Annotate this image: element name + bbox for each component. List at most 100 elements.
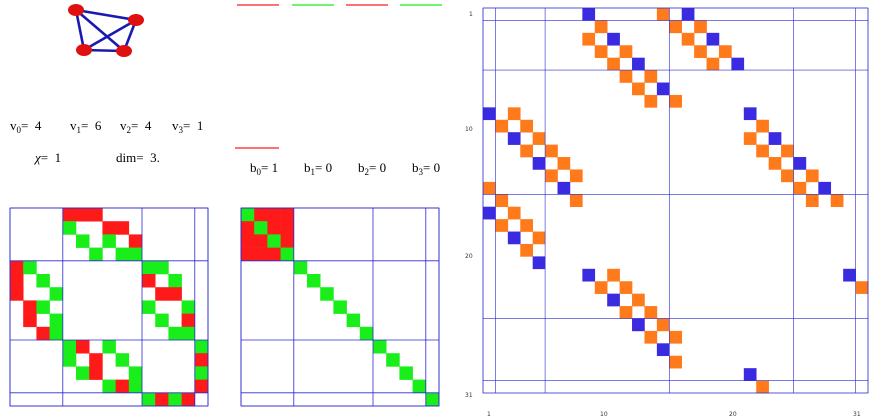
matrix-cell [756, 120, 769, 133]
matrix-cell [116, 353, 130, 367]
matrix-cell [102, 380, 116, 394]
b0-count: b0= 1 [250, 160, 278, 177]
matrix-cell [644, 70, 657, 83]
matrix-cell [669, 20, 682, 33]
matrix-cell [63, 340, 77, 354]
matrix-cell [632, 294, 645, 307]
matrix-cell [142, 300, 156, 314]
matrix-cell [116, 221, 130, 235]
matrix-cell [155, 314, 169, 328]
matrix-cell [307, 274, 321, 288]
matrix-cell [545, 145, 558, 158]
matrix-cell [63, 353, 77, 367]
v1-count: v1= 6 [70, 118, 101, 135]
laplacian-matrix [241, 208, 439, 406]
matrix-cell [558, 182, 571, 195]
matrix-cell [360, 327, 374, 341]
matrix-cell [241, 234, 255, 248]
matrix-cell [595, 45, 608, 58]
v3-count: v3= 1 [172, 118, 203, 135]
dirac-matrix [10, 208, 208, 406]
matrix-cell [182, 314, 196, 328]
matrix-cell [682, 33, 695, 46]
matrix-cell [168, 327, 182, 341]
dimension: dim= 3. [116, 150, 160, 166]
matrix-cell [155, 287, 169, 301]
matrix-cell [769, 132, 782, 145]
matrix-cell [129, 380, 143, 394]
matrix-cell [386, 353, 400, 367]
matrix-cell [63, 221, 77, 235]
matrix-cell [669, 331, 682, 344]
matrix-cell [533, 256, 546, 269]
matrix-cell [241, 248, 255, 262]
matrix-cell [533, 132, 546, 145]
graph-vertex [76, 44, 92, 56]
matrix-cell [756, 145, 769, 158]
matrix-cell [657, 343, 670, 356]
matrix-cell [399, 366, 413, 380]
matrix-cell [595, 20, 608, 33]
matrix-cell [483, 182, 496, 195]
matrix-cell [267, 221, 281, 235]
matrix-cell [36, 300, 50, 314]
matrix-cell [10, 287, 24, 301]
graph-vertex [128, 14, 144, 26]
y-tick: 10 [465, 126, 473, 133]
matrix-cell [644, 95, 657, 108]
matrix-cell [36, 327, 50, 341]
matrix-cell [520, 244, 533, 257]
matrix-cell [241, 208, 255, 222]
matrix-cell [168, 274, 182, 288]
matrix-cell [10, 274, 24, 288]
matrix-cell [582, 33, 595, 46]
matrix-cell [281, 234, 295, 248]
matrix-cell [195, 366, 209, 380]
matrix-cell [254, 248, 268, 262]
matrix-cell [373, 340, 387, 354]
matrix-cell [10, 261, 24, 275]
matrix-cell [89, 248, 103, 262]
matrix-cell [129, 366, 143, 380]
matrix-cell [495, 120, 508, 133]
matrix-cell [644, 306, 657, 319]
v0-count: v0= 4 [10, 118, 41, 135]
matrix-cell [142, 261, 156, 275]
matrix-cell [644, 331, 657, 344]
matrix-cell [155, 393, 169, 407]
matrix-cell [89, 353, 103, 367]
matrix-cell [50, 327, 64, 341]
matrix-cell [168, 287, 182, 301]
matrix-cell [843, 269, 856, 282]
graph-drawing [60, 0, 150, 62]
matrix-cell [426, 393, 440, 407]
matrix-cell [744, 368, 757, 381]
matrix-cell [570, 169, 583, 182]
graph-vertex [116, 45, 132, 57]
matrix-cell [254, 234, 268, 248]
matrix-cell [533, 157, 546, 170]
matrix-cell [294, 261, 308, 275]
matrix-cell [50, 287, 64, 301]
matrix-cell [495, 219, 508, 232]
matrix-cell [76, 366, 90, 380]
v2-count: v2= 4 [120, 118, 151, 135]
matrix-cell [558, 157, 571, 170]
matrix-cell [76, 208, 90, 222]
matrix-cell [347, 314, 361, 328]
matrix-cell [241, 221, 255, 235]
matrix-cell [620, 281, 633, 294]
y-tick: 31 [465, 392, 473, 399]
top-line-segments [230, 0, 450, 10]
x-tick: 20 [729, 411, 737, 418]
matrix-cell [182, 327, 196, 341]
matrix-cell [195, 353, 209, 367]
matrix-cell [23, 314, 37, 328]
matrix-cell [142, 393, 156, 407]
matrix-cell [23, 300, 37, 314]
matrix-cell [582, 269, 595, 282]
matrix-cell [582, 8, 595, 21]
matrix-cell [23, 261, 37, 275]
b2-count: b2= 0 [358, 160, 386, 177]
matrix-cell [520, 120, 533, 133]
